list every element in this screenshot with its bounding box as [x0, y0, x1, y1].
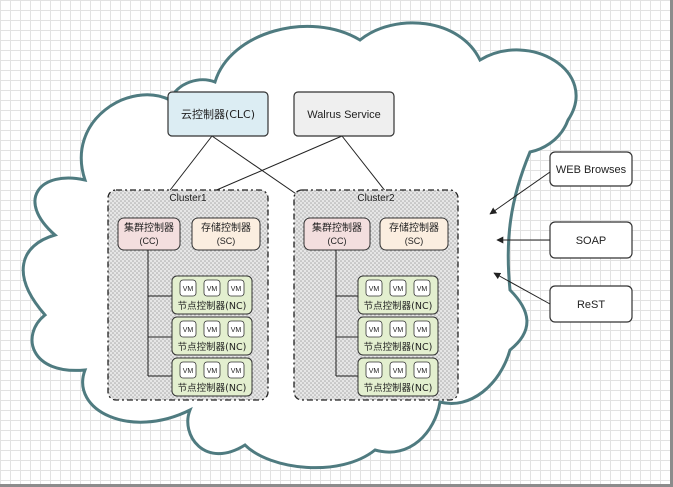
cluster-2-cc: 集群控制器 (CC) — [303, 217, 371, 251]
cluster-1-tree-lines — [147, 250, 172, 377]
clc-node: 云控制器(CLC) — [167, 91, 269, 137]
arrow-rest — [493, 272, 551, 305]
web-browses-label: WEB Browses — [556, 164, 627, 176]
web-browses-node: WEB Browses — [549, 151, 633, 187]
cluster-1-sc: 存储控制器 (SC) — [191, 217, 261, 251]
vm-label: VM — [417, 286, 428, 293]
cluster-2-sc: 存储控制器 (SC) — [379, 217, 449, 251]
cluster-1-nc-3: VM VM VM 节点控制器(NC) — [171, 357, 253, 397]
vm-label: VM — [183, 368, 194, 375]
cluster-2-nc-2: VM VM VM 节点控制器(NC) — [357, 316, 439, 356]
cluster-2-title: Cluster2 — [357, 193, 395, 204]
vm-label: VM — [231, 327, 242, 334]
vm-label: VM — [417, 368, 428, 375]
nc-label: 节点控制器(NC) — [364, 300, 433, 312]
rest-label: ReST — [577, 299, 605, 311]
cluster-2-tree-lines — [335, 250, 358, 377]
cluster-2: Cluster2 集群控制器 (CC) 存储控制器 (SC) VM VM VM … — [293, 189, 459, 401]
cluster-1-sc-label: 存储控制器 — [201, 221, 251, 234]
cluster-2-sc-abbr: (SC) — [405, 236, 424, 246]
cluster-1-cc: 集群控制器 (CC) — [117, 217, 181, 251]
vm-label: VM — [207, 286, 218, 293]
vm-label: VM — [231, 286, 242, 293]
nc-label: 节点控制器(NC) — [364, 341, 433, 353]
cluster-1-title: Cluster1 — [169, 193, 207, 204]
rest-node: ReST — [549, 285, 633, 323]
cluster-2-nc-3: VM VM VM 节点控制器(NC) — [357, 357, 439, 397]
walrus-node: Walrus Service — [293, 91, 395, 137]
vm-label: VM — [393, 368, 404, 375]
vm-label: VM — [369, 286, 380, 293]
nc-label: 节点控制器(NC) — [364, 382, 433, 394]
nc-label: 节点控制器(NC) — [178, 300, 247, 312]
vm-label: VM — [207, 327, 218, 334]
cluster-2-sc-label: 存储控制器 — [389, 221, 439, 234]
nc-label: 节点控制器(NC) — [178, 382, 247, 394]
soap-node: SOAP — [549, 221, 633, 259]
soap-label: SOAP — [576, 235, 607, 247]
walrus-label: Walrus Service — [307, 109, 381, 121]
cluster-1-nc-2: VM VM VM 节点控制器(NC) — [171, 316, 253, 356]
vm-label: VM — [393, 286, 404, 293]
cluster-1-cc-abbr: (CC) — [140, 236, 159, 246]
vm-label: VM — [369, 327, 380, 334]
vm-label: VM — [231, 368, 242, 375]
vm-label: VM — [393, 327, 404, 334]
arrow-web-browses — [489, 171, 551, 215]
nc-label: 节点控制器(NC) — [178, 341, 247, 353]
cluster-1: Cluster1 集群控制器 (CC) 存储控制器 (SC) VM VM VM … — [107, 189, 269, 401]
vm-label: VM — [183, 286, 194, 293]
cluster-1-sc-abbr: (SC) — [217, 236, 236, 246]
cluster-1-nc-1: VM VM VM 节点控制器(NC) — [171, 275, 253, 315]
cluster-2-cc-abbr: (CC) — [328, 236, 347, 246]
cluster-2-cc-label: 集群控制器 — [312, 221, 362, 234]
vm-label: VM — [207, 368, 218, 375]
vm-label: VM — [369, 368, 380, 375]
vm-label: VM — [417, 327, 428, 334]
vm-label: VM — [183, 327, 194, 334]
cluster-1-cc-label: 集群控制器 — [124, 221, 174, 234]
clc-label: 云控制器(CLC) — [181, 107, 255, 121]
cluster-2-nc-1: VM VM VM 节点控制器(NC) — [357, 275, 439, 315]
